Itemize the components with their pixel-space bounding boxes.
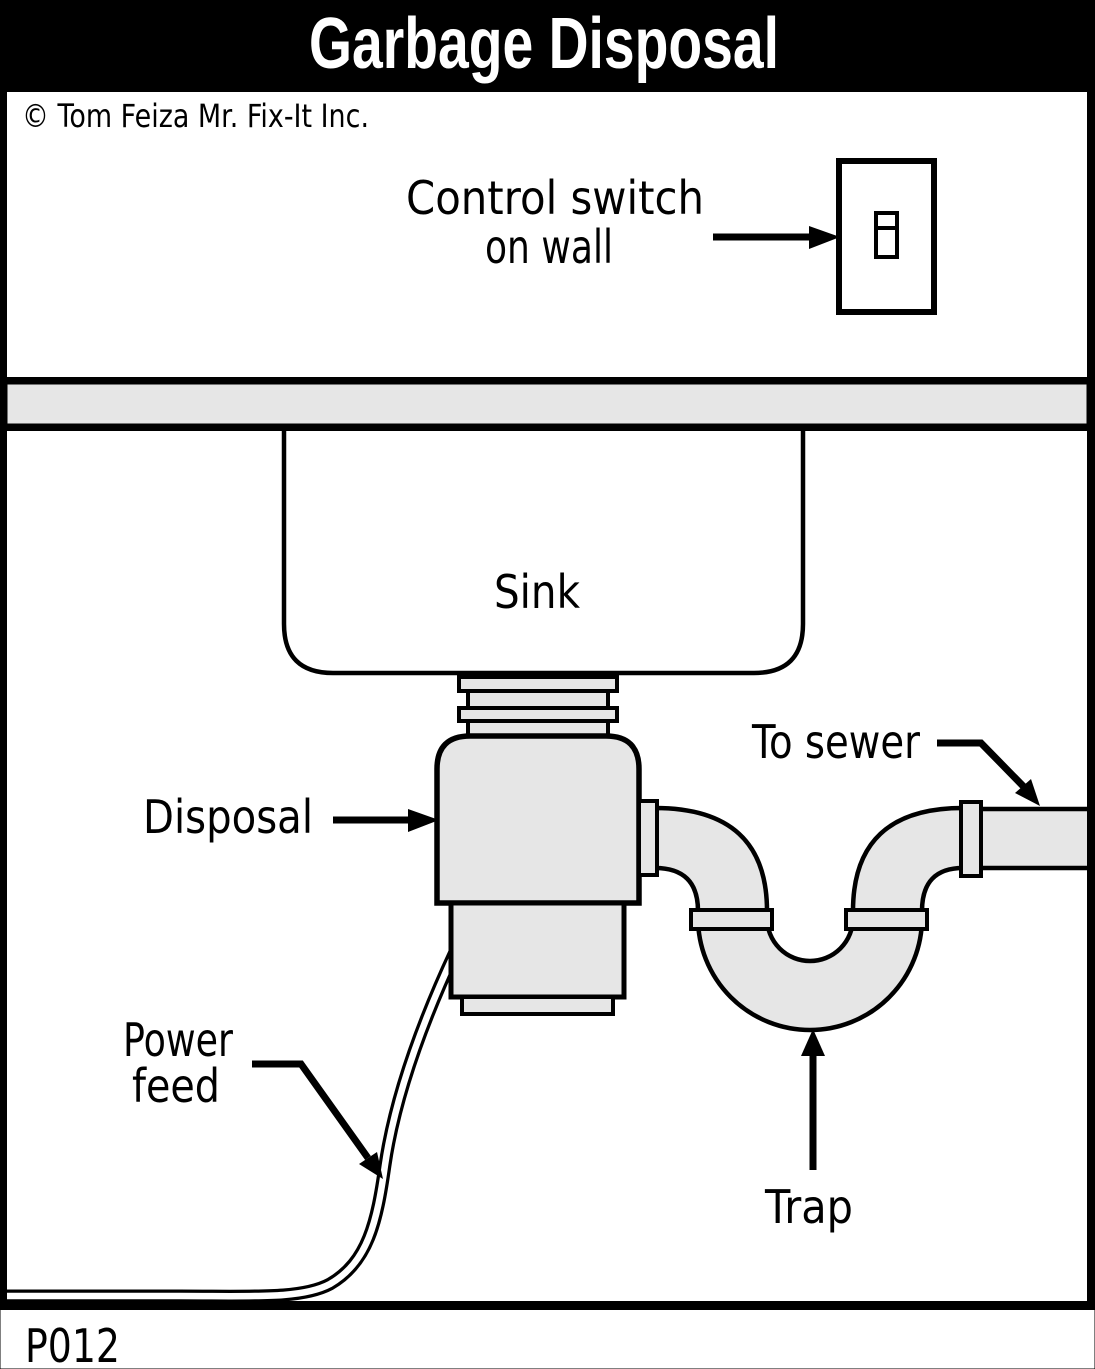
countertop-surface <box>6 383 1088 425</box>
trap-label: Trap <box>764 1180 853 1234</box>
countertop-top-edge <box>7 377 1087 384</box>
drain-flange <box>457 675 619 739</box>
power-feed-arrow-icon <box>359 1152 383 1179</box>
drain-elbow-left <box>652 805 770 914</box>
power-cable-core <box>7 950 458 1300</box>
control-switch-label-line1: Control switch <box>406 171 704 225</box>
trap-arrow-icon <box>801 1029 825 1056</box>
control-switch-arrow-icon <box>809 226 840 249</box>
drain-elbow-right <box>850 805 966 914</box>
power-cable <box>7 949 461 1303</box>
disposal-motor-housing <box>448 900 627 1000</box>
title-bar-background <box>0 0 1095 92</box>
copyright-text: © Tom Feiza Mr. Fix-It Inc. <box>22 97 369 135</box>
pipe-coupling-wall <box>959 800 983 878</box>
disposal-arrow-icon <box>408 809 439 832</box>
flange-ring-2 <box>466 689 610 710</box>
power-feed-label-line2: feed <box>132 1059 220 1113</box>
p-trap <box>695 908 925 1033</box>
figure-code: P012 <box>25 1319 120 1369</box>
countertop-bottom-edge <box>7 424 1087 431</box>
to-sewer-arrow-icon <box>1015 779 1040 806</box>
flange-ring-1 <box>457 675 619 693</box>
frame-border <box>0 0 1095 1310</box>
page-title: Garbage Disposal <box>309 4 779 84</box>
wall-switch <box>836 158 937 315</box>
diagram-labels: Control switch on wall Sink Disposal To … <box>123 171 920 1234</box>
pipe-coupling-left <box>689 908 774 931</box>
to-sewer-label: To sewer <box>751 715 920 769</box>
power-feed-arrow-line <box>252 1060 371 1161</box>
switch-toggle-icon <box>874 211 899 259</box>
sink-bowl <box>281 431 806 676</box>
frame-border-bottom <box>0 1301 1095 1310</box>
sink-label: Sink <box>494 565 580 619</box>
title-bar: Garbage Disposal <box>0 0 1095 92</box>
disposal-unit <box>434 733 642 1016</box>
countertop <box>6 377 1088 431</box>
pipe-coupling-right <box>844 908 929 931</box>
disposal-label: Disposal <box>143 790 313 844</box>
power-feed-label-line1: Power <box>123 1013 233 1067</box>
disposal-base <box>460 995 615 1016</box>
disposal-body <box>434 733 642 906</box>
leader-arrows <box>252 226 1040 1179</box>
drain-piping <box>637 799 1093 1033</box>
to-sewer-arrow-line <box>937 739 1027 790</box>
frame-border-left <box>0 0 7 1310</box>
frame-border-right <box>1087 0 1095 1310</box>
disposal-outlet <box>637 799 659 877</box>
control-switch-label-line2: on wall <box>485 220 613 274</box>
